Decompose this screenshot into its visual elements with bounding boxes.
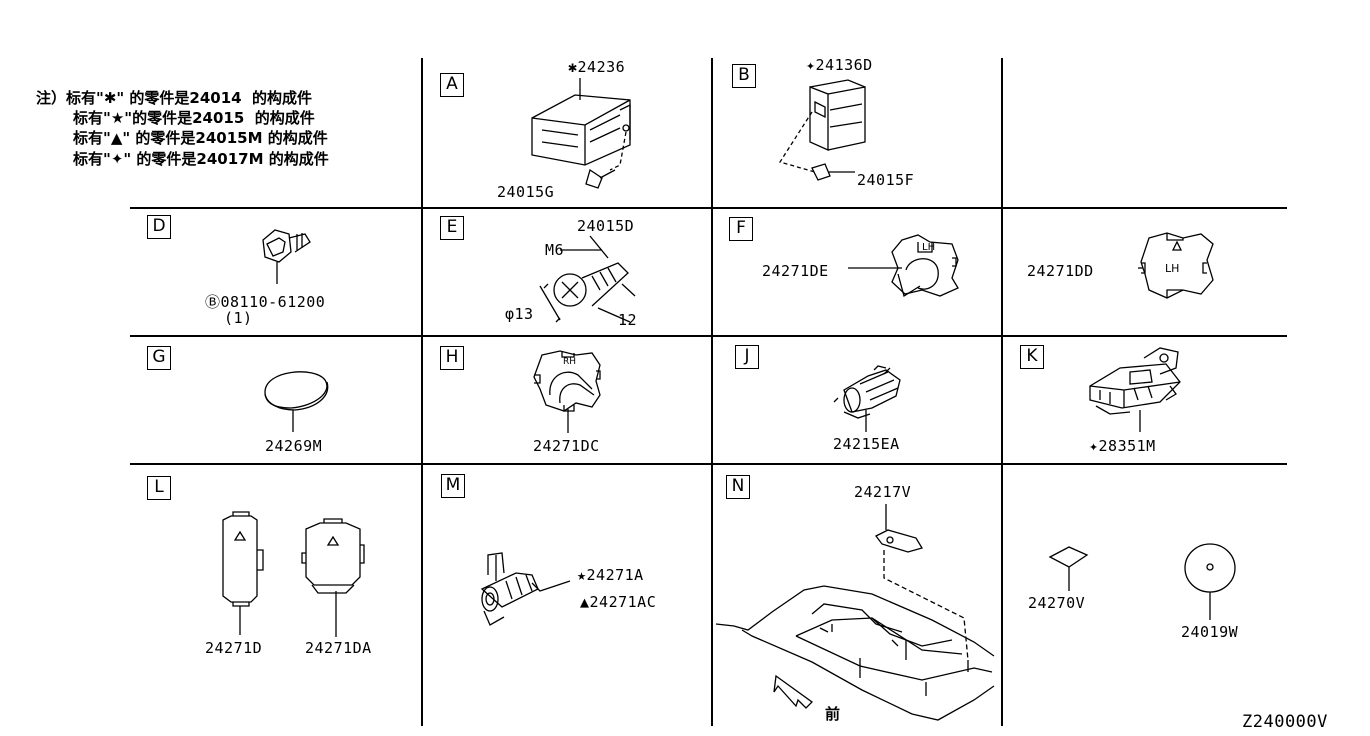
clip-24215ea-illustration <box>833 365 901 432</box>
cell-label-k: K <box>1020 345 1044 369</box>
note-line-4: 标有"✦" 的零件是24017M 的构成件 <box>73 150 329 168</box>
cell-label-l: L <box>147 476 171 500</box>
svg-text:LH: LH <box>1165 262 1179 275</box>
grid-vline-1 <box>421 58 423 726</box>
part-number-24270v: 24270V <box>1028 594 1086 612</box>
bolt-08110-illustration <box>262 229 311 284</box>
part-number-24217v: 24217V <box>854 483 912 501</box>
part-number-24236: ✱24236 <box>568 58 626 76</box>
grid-hline-2 <box>130 335 1287 337</box>
bracket-24136d-illustration <box>778 79 866 181</box>
cell-label-b: B <box>732 64 756 88</box>
cell-label-h: H <box>440 346 464 370</box>
part-number-24271de: 24271DE <box>762 262 829 280</box>
clip-24271a-illustration <box>480 552 571 626</box>
plug-24019w-illustration <box>1184 543 1236 620</box>
part-number-28351m: ✦28351M <box>1089 437 1156 455</box>
part-quantity: (1) <box>224 309 253 327</box>
dimension-12: 12 <box>618 311 638 329</box>
pad-24270v-illustration <box>1048 546 1089 591</box>
floor-panel-illustration <box>715 504 995 721</box>
cell-label-e: E <box>440 216 464 240</box>
cell-label-a: A <box>440 73 464 97</box>
cell-label-j: J <box>735 345 759 369</box>
part-number-24015g: 24015G <box>497 183 555 201</box>
part-number-24269m: 24269M <box>265 437 323 455</box>
bolt-24015d-illustration <box>539 235 636 323</box>
part-number-24215ea: 24215EA <box>833 435 900 453</box>
part-number-24271dc: 24271DC <box>533 437 600 455</box>
part-number-24015f: 24015F <box>857 171 915 189</box>
svg-text:LH: LH <box>922 242 935 253</box>
bracket-24236-illustration <box>531 78 631 189</box>
grid-hline-3 <box>130 463 1287 465</box>
part-number-24271ac: ▲24271AC <box>580 593 657 611</box>
grid-hline-1 <box>130 207 1287 209</box>
cell-label-d: D <box>147 215 171 239</box>
grid-vline-3 <box>1001 58 1003 726</box>
cell-label-n: N <box>726 475 750 499</box>
grid-vline-2 <box>711 58 713 726</box>
bracket-28351m-illustration <box>1089 347 1181 432</box>
grommet-24271de-illustration: LH <box>848 234 959 298</box>
part-number-24271da: 24271DA <box>305 639 372 657</box>
part-number-08110-61200: Ⓑ08110-61200 <box>205 293 326 311</box>
grommet-24271d-illustration <box>222 511 264 635</box>
cell-label-f: F <box>729 217 753 241</box>
part-number-24015d: 24015D <box>577 217 635 235</box>
grommet-24271da-illustration <box>301 518 365 637</box>
diagram-code: Z240000V <box>1242 712 1328 732</box>
part-number-24271d: 24271D <box>205 639 263 657</box>
part-number-24271a: ★24271A <box>577 566 644 584</box>
part-number-24136d: ✦24136D <box>806 56 873 74</box>
grommet-24271dc-illustration: RH <box>533 350 601 433</box>
dimension-phi13: φ13 <box>505 305 534 323</box>
front-direction-label: 前 <box>825 705 841 723</box>
plug-24269m-illustration <box>264 371 329 432</box>
cell-label-g: G <box>147 346 171 370</box>
part-number-24271dd: 24271DD <box>1027 262 1094 280</box>
svg-text:RH: RH <box>563 357 576 367</box>
note-line-2: 标有"★"的零件是24015 的构成件 <box>73 109 315 127</box>
dimension-m6: M6 <box>545 241 565 259</box>
cell-label-m: M <box>441 474 465 498</box>
note-line-3: 标有"▲" 的零件是24015M 的构成件 <box>73 129 328 147</box>
grommet-24271dd-illustration: LH <box>1138 232 1214 299</box>
note-line-1: 注）标有"✱" 的零件是24014 的构成件 <box>36 89 313 107</box>
part-number-24019w: 24019W <box>1181 623 1239 641</box>
